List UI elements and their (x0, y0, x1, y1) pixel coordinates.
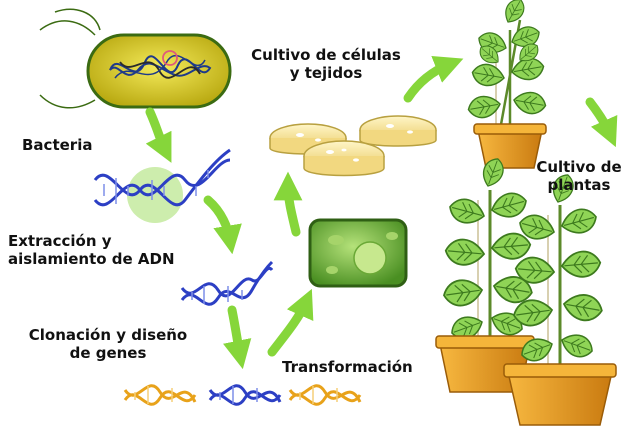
plant-cell-icon (308, 218, 408, 288)
potted-plant-icon (503, 171, 617, 426)
bacterium-icon (39, 8, 232, 109)
potted-plant-icon (435, 155, 535, 393)
dna-helix-icon (208, 384, 282, 406)
cycle-arrow-icon (273, 171, 303, 237)
dna-helix-icon (123, 384, 197, 406)
label-cloning: Clonación y diseño de genes (8, 326, 208, 362)
label-cloning-line1: Clonación y diseño (28, 326, 188, 344)
label-extraction-line2: aislamiento de ADN (8, 250, 175, 268)
petri-dish-icon (359, 115, 437, 147)
label-extraction-line1: Extracción y (8, 232, 112, 250)
cycle-arrow-icon (585, 97, 618, 148)
potted-plant-icon (465, 0, 549, 169)
label-culture-plants-line1: Cultivo de (536, 158, 622, 176)
label-culture-cells: Cultivo de células y tejidos (228, 46, 424, 82)
cycle-arrow-icon (403, 55, 464, 103)
cycle-arrow-icon (267, 288, 314, 357)
label-culture-cells-line2: y tejidos (289, 64, 363, 82)
cycle-arrow-icon (145, 107, 172, 163)
label-cloning-line2: de genes (69, 344, 147, 362)
dna-helix-icon (288, 384, 362, 406)
dna-helix-icon (93, 148, 231, 223)
cycle-arrow-icon (203, 195, 242, 255)
label-transformation: Transformación (282, 358, 413, 376)
cycle-arrow-icon (223, 305, 252, 370)
dna-helix-icon (180, 260, 274, 306)
label-culture-cells-line1: Cultivo de células (251, 46, 401, 64)
label-bacteria: Bacteria (22, 136, 93, 154)
label-extraction: Extracción y aislamiento de ADN (8, 232, 175, 268)
label-culture-plants: Cultivo de plantas (524, 158, 634, 194)
petri-dish-icon (303, 140, 385, 177)
label-culture-plants-line2: plantas (547, 176, 611, 194)
